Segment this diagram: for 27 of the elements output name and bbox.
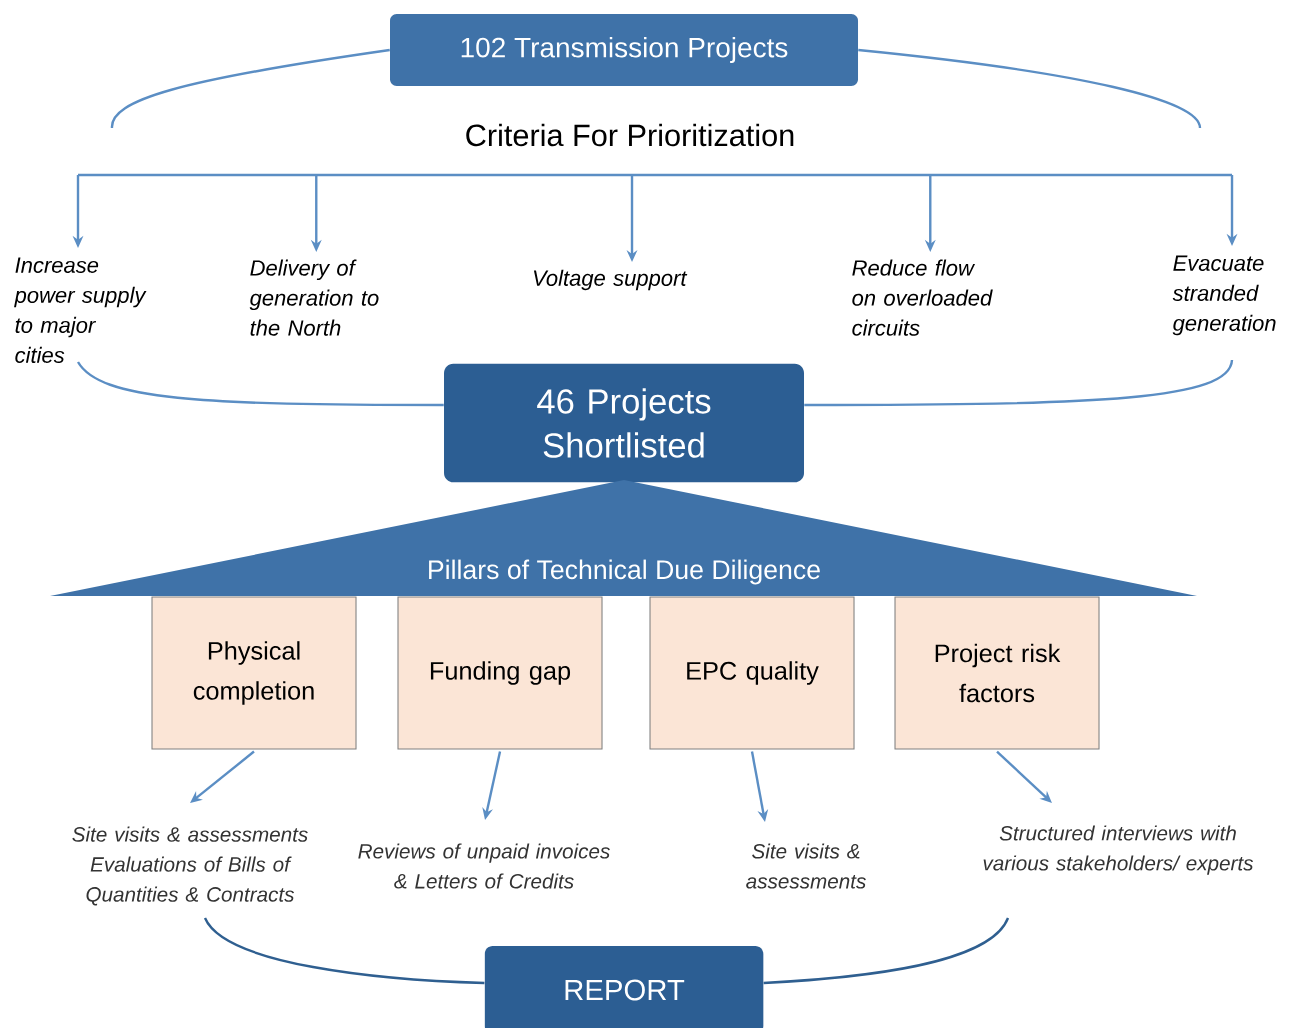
bracket-curve: [110, 48, 390, 129]
bracket-curve: [858, 48, 1202, 129]
method-text: Site visits & assessments: [746, 843, 866, 889]
bracket-curve: [804, 359, 1234, 407]
bracket-curve: [77, 361, 444, 407]
arrow: [996, 750, 1052, 803]
method-text: Reviews of unpaid invoices & Letters of Credits: [358, 843, 610, 889]
heading-text: Criteria For Prioritization: [466, 123, 794, 147]
criterion-text: Evacuate stranded generation: [1172, 255, 1276, 336]
pillar-box: Project risk factors: [894, 596, 1100, 750]
shortlist-box: 46 Projects Shortlisted: [444, 363, 804, 483]
criterion-text: Increase power supply to major cities: [14, 257, 147, 363]
pillar-box: Funding gap: [397, 596, 603, 750]
bracket-curve: [204, 917, 485, 985]
criterion-text: Reduce flow on overloaded circuits: [852, 259, 993, 336]
pillar-box: EPC quality: [649, 596, 855, 750]
method-text: Structured interviews with various stakeholders/ experts: [983, 825, 1254, 875]
report-box: REPORT: [484, 946, 764, 1028]
criterion-text: Delivery of generation to the North: [249, 259, 379, 336]
arrow: [190, 750, 255, 803]
pillar-box: Physical completion: [151, 596, 357, 750]
bracket-curve: [763, 917, 1010, 985]
roof-triangle: Pillars of Technical Due Diligence: [50, 480, 1197, 596]
method-text: Site visits & assessments Evaluations of Bills of Quantities & Contracts: [72, 826, 308, 906]
title-box: 102 Transmission Projects: [390, 14, 858, 86]
connector-line: [78, 173, 1232, 177]
criterion-text: Voltage support: [533, 269, 688, 291]
